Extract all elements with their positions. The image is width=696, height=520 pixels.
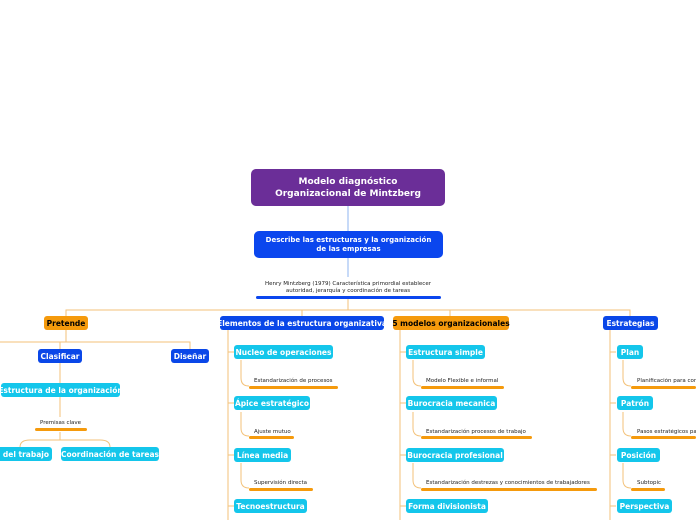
branch-elementos[interactable]: Elementos de la estructura organizativa <box>217 316 387 330</box>
describe-line2: de las empresas <box>316 244 381 253</box>
premisas-underline <box>35 428 87 431</box>
modelos-item-divisionista[interactable]: Forma divisionista <box>406 499 488 513</box>
clasificar-topic[interactable]: Clasificar <box>38 349 82 363</box>
estrategias-item-perspectiva[interactable]: Perspectiva <box>617 499 672 513</box>
elementos-note-nucleo-underline <box>249 386 338 389</box>
pretende-connector <box>0 330 191 349</box>
modelos-item-mecanica[interactable]: Burocracia mecanica <box>406 396 497 410</box>
modelos-note-mecanica[interactable]: Estandarización procesos de trabajo <box>426 429 526 435</box>
henry-underline <box>256 296 441 299</box>
elementos-note-nucleo[interactable]: Estandarización de procesos <box>254 378 333 384</box>
elementos-note-apice[interactable]: Ajuste mutuo <box>254 429 291 435</box>
modelos-note-mecanica-underline <box>421 436 532 439</box>
elementos-item-tecno[interactable]: Tecnoestructura <box>234 499 307 513</box>
elementos-notes-connector <box>240 360 250 489</box>
henry-line1: Henry Mintzberg (1979) Característica pr… <box>265 281 431 287</box>
root-title-line2: Organizacional de Mintzberg <box>275 188 421 199</box>
estrategias-note-plan[interactable]: Planificación para conseguir <box>637 378 696 384</box>
estrategias-connector <box>609 330 616 520</box>
estrategias-item-posicion[interactable]: Posición <box>617 448 660 462</box>
premisas-note[interactable]: Premisas clave <box>40 420 82 426</box>
elementos-item-linea[interactable]: Línea media <box>234 448 291 462</box>
branch-modelos[interactable]: 5 modelos organizacionales <box>392 316 510 330</box>
estrategias-note-patron-underline <box>631 436 696 439</box>
elementos-note-linea[interactable]: Supervisión directa <box>254 480 307 486</box>
branch-estrategias[interactable]: Estrategias <box>603 316 658 330</box>
branch-pretende[interactable]: Pretende <box>44 316 88 330</box>
describe-topic[interactable]: Describe las estructuras y la organizaci… <box>254 231 443 258</box>
modelos-connector <box>399 330 406 520</box>
estructura-topic[interactable]: Estructura de la organización <box>0 383 123 397</box>
henry-line2: autoridad, jerarquía y coordinación de t… <box>285 288 411 294</box>
premisas-connector <box>19 432 111 448</box>
modelos-notes-connector <box>412 360 422 489</box>
modelos-item-profesional[interactable]: Burocracia profesional <box>406 448 504 462</box>
division-topic[interactable]: División del trabajo <box>0 447 52 461</box>
root-title-line1: Modelo diagnóstico <box>298 176 398 187</box>
estrategias-notes-connector <box>622 360 632 489</box>
root-topic[interactable]: Modelo diagnóstico Organizacional de Min… <box>251 169 445 206</box>
modelos-note-profesional-underline <box>421 488 597 491</box>
modelos-note-profesional[interactable]: Estandarización destrezas y conocimiento… <box>426 480 590 486</box>
elementos-note-linea-underline <box>249 488 313 491</box>
estrategias-item-plan[interactable]: Plan <box>617 345 643 359</box>
henry-note[interactable]: Henry Mintzberg (1979) Característica pr… <box>238 281 458 295</box>
disenar-topic[interactable]: Diseñar <box>171 349 209 363</box>
describe-line1: Describe las estructuras y la organizaci… <box>265 235 432 244</box>
estrategias-item-patron[interactable]: Patrón <box>617 396 653 410</box>
estrategias-note-posicion[interactable]: Subtopic <box>637 480 662 486</box>
modelos-note-simple[interactable]: Modelo Flexible e informal <box>426 378 499 384</box>
estrategias-note-posicion-underline <box>631 488 665 491</box>
modelos-item-simple[interactable]: Estructura simple <box>406 345 485 359</box>
estrategias-note-patron[interactable]: Pasos estratégicos pa <box>637 429 696 435</box>
branch-connector <box>65 298 631 316</box>
modelos-note-simple-underline <box>421 386 504 389</box>
coordinacion-topic[interactable]: Coordinación de tareas <box>61 447 159 461</box>
estrategias-note-plan-underline <box>631 386 696 389</box>
elementos-item-nucleo[interactable]: Nucleo de operaciones <box>234 345 333 359</box>
elementos-item-apice[interactable]: Ápice estratégico <box>234 396 310 410</box>
elementos-note-apice-underline <box>249 436 294 439</box>
elementos-connector <box>227 330 234 520</box>
